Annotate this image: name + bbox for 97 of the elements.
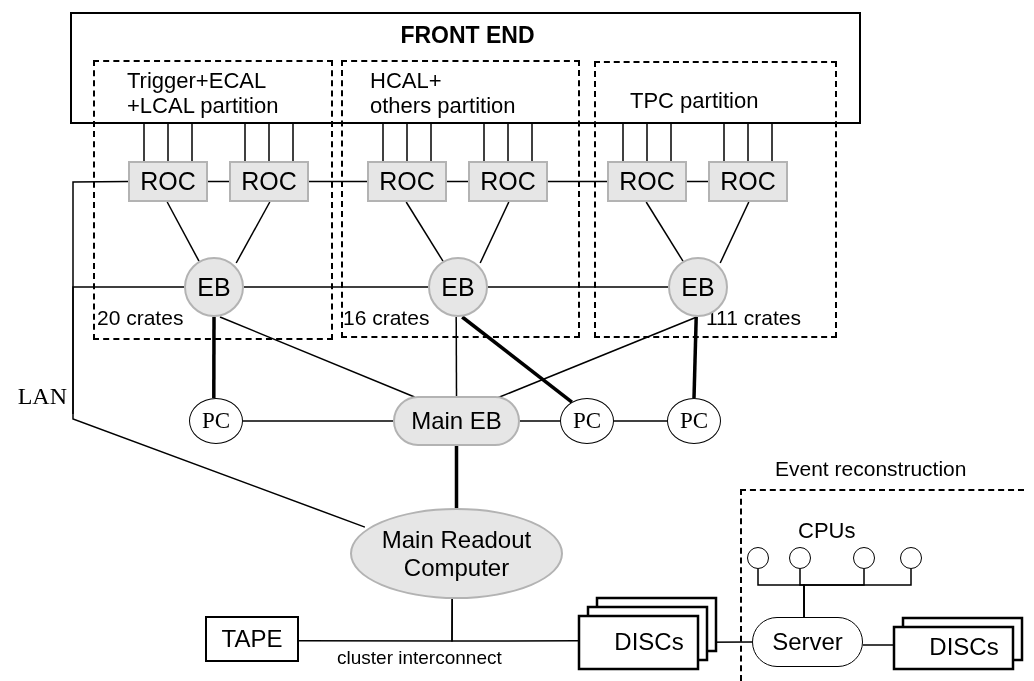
connector-line [166,201,200,262]
node-label: ROC [379,167,435,196]
connector-line [622,123,624,162]
connector-line [771,123,773,162]
connector-line [451,598,579,642]
connector-line [446,180,469,183]
process-box [607,161,687,202]
connector-line [244,123,246,162]
pc-ellipse [560,398,614,444]
node-circle [428,257,488,317]
cpu-circle [900,547,922,569]
connector-line [405,201,444,262]
connector-line [519,420,561,422]
connector-line [167,123,169,162]
connector-line [143,123,145,162]
partition-frame [594,61,837,338]
node-label: Main EB [411,407,502,435]
node-label: ROC [720,167,776,196]
process-pill [393,396,520,446]
node-label: PC [572,407,602,435]
connector-line [430,123,432,162]
connector-line [382,123,384,162]
connector-line [207,180,230,183]
connector-line [235,201,271,264]
connector-line [686,180,709,183]
process-box [128,161,208,202]
node-label: DISCs [929,633,999,661]
connector-line [455,316,458,397]
connector-line [692,316,698,399]
connector-line [242,420,394,422]
node-label: ROC [480,167,536,196]
connector-line [454,446,459,508]
node-label: LAN [17,383,67,411]
pc-ellipse [667,398,721,444]
connector-line [487,286,669,288]
connector-line [670,123,672,162]
connector-line [483,123,485,162]
process-box [468,161,548,202]
server-pill [752,617,863,667]
connector-line [803,568,912,618]
connector-line [479,201,510,264]
node-label: EB [197,272,231,302]
process-box [229,161,309,202]
node-label: EB [441,272,475,302]
connector-line [268,123,270,162]
pc-ellipse [189,398,243,444]
connector-line [645,201,684,262]
storage-box [205,616,299,662]
connector-line [719,201,750,264]
connector-line [191,123,193,162]
cpu-circle [789,547,811,569]
node-label: EB [681,272,715,302]
partition-frame [341,60,580,338]
connector-line [547,180,608,183]
frame-heading: Event reconstruction [775,457,968,482]
partition-label: TPC partition [630,88,760,114]
node-label: Main Readout Computer [380,525,533,582]
connector-line [72,413,366,528]
connector-line [531,123,533,162]
crate-count: 20 crates [97,306,185,331]
node-label: PC [201,407,231,435]
node-label: ROC [241,167,297,196]
connector-line [507,123,509,162]
node-label: DISCs [614,627,684,656]
cpu-circle [853,547,875,569]
node-circle [184,257,244,317]
partition-label: HCAL+ others partition [370,68,517,119]
disc-stack [578,597,717,670]
node-label: Server [772,628,843,656]
process-box [708,161,788,202]
crate-count: 16 crates [343,306,431,331]
node-label: PC [679,407,709,435]
connector-line [243,286,429,288]
connector-line [308,180,368,183]
node-label: ROC [619,167,675,196]
partition-label: Trigger+ECAL +LCAL partition [127,68,280,119]
connector-line [212,317,216,398]
group-label: CPUs [798,518,856,544]
connector-line [406,123,408,162]
connector-line [292,123,294,162]
connector-line [646,123,648,162]
connector-line [723,123,725,162]
node-label: ROC [140,167,196,196]
node-label: TAPE [221,625,283,653]
bus-label: cluster interconnect [337,647,502,669]
process-box [367,161,447,202]
cpu-circle [747,547,769,569]
connector-line [72,286,185,415]
connector-line [219,316,416,398]
frame-heading: FRONT END [399,22,536,49]
connector-line [747,123,749,162]
connector-line [862,644,894,646]
partition-frame [93,60,333,340]
connector-line [461,315,573,404]
front-end-box [70,12,861,124]
disc-stack [893,617,1023,670]
connector-line [613,420,668,422]
